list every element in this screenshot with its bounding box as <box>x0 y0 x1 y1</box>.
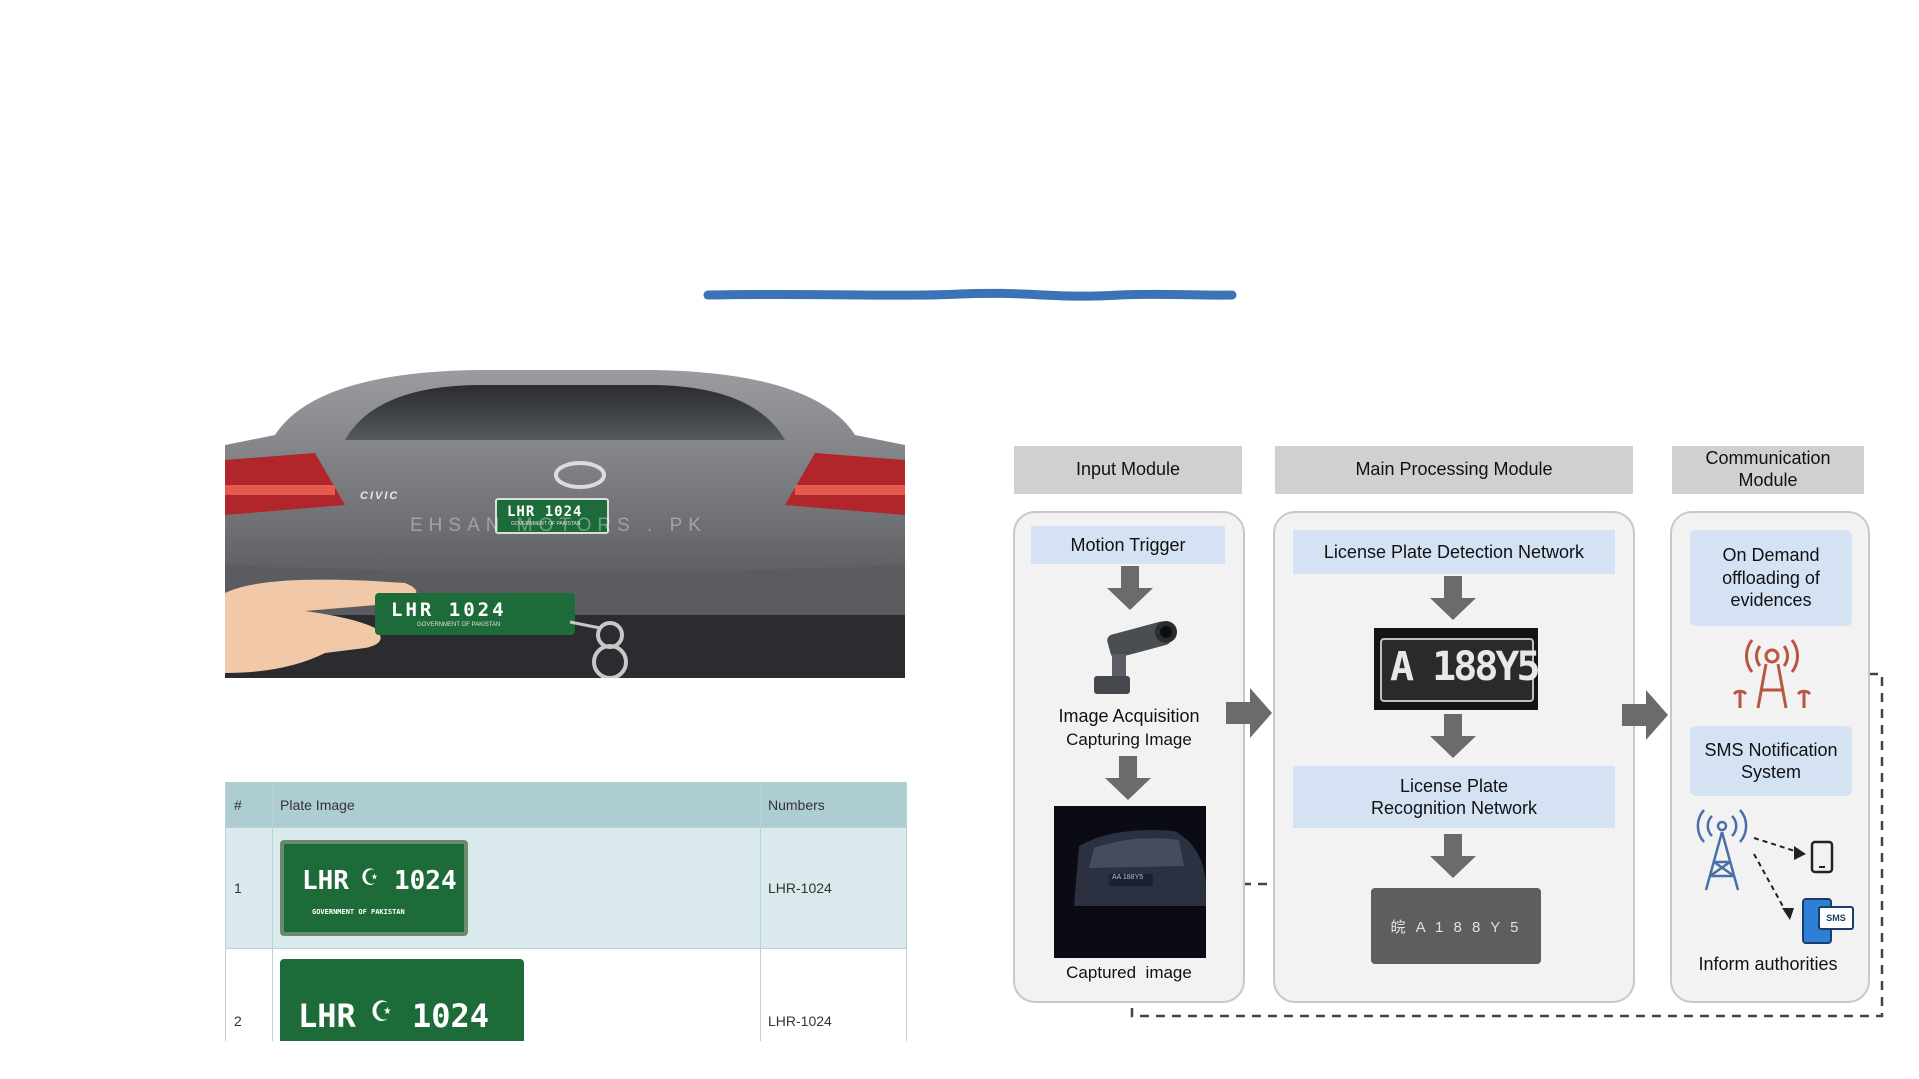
down-arrow-icon <box>1430 714 1476 758</box>
mobile-phone-icon <box>1810 840 1834 874</box>
number-cell: LHR-1024 <box>768 880 832 896</box>
table-row: 2 LHR ☪ 1024 LHR-1024 <box>226 949 906 1041</box>
captured-image-thumbnail: AA 188Y5 <box>1054 806 1206 958</box>
row-index-cell: 2 <box>226 949 273 1041</box>
sms-phone-icon: SMS <box>1800 896 1854 944</box>
number-cell: LHR-1024 <box>768 1013 832 1029</box>
table-header-cell: # <box>226 783 273 827</box>
plate-thumbnail: LHR ☪ 1024 GOVERNMENT OF PAKISTAN <box>280 840 468 936</box>
table-row: 1 LHR ☪ 1024 GOVERNMENT OF PAKISTAN LHR-… <box>226 828 906 949</box>
recognized-text-box: 皖 A 1 8 8 Y 5 <box>1371 888 1541 964</box>
crest-icon: ☪ <box>362 862 378 892</box>
row-index-cell: 1 <box>226 828 273 948</box>
captured-image-label: Captured image <box>1066 963 1192 982</box>
image-acquisition-label: Image Acquisition <box>1058 706 1200 726</box>
plate-thumb-text-right: 1024 <box>394 866 457 896</box>
detected-plate-image: A 188Y5 <box>1374 628 1541 710</box>
detected-plate-text: A 188Y5 <box>1390 644 1541 690</box>
car-license-plate: LHR 1024 GOVERNMENT OF PAKISTAN <box>495 498 609 534</box>
comm-module-header: Communication Module <box>1672 446 1864 494</box>
right-arrow-icon <box>1622 690 1668 740</box>
hand-plate-subtext: GOVERNMENT OF PAKISTAN <box>417 622 501 628</box>
car-brand-badge: CIVIC <box>360 490 400 502</box>
right-arrow-icon <box>1226 688 1272 738</box>
offloading-box: On Demand offloading of evidences <box>1690 530 1852 626</box>
plate-thumbnail: LHR ☪ 1024 <box>280 959 524 1041</box>
recognized-plate-text: 皖 A 1 8 8 Y 5 <box>1390 918 1522 936</box>
main-module-header: Main Processing Module <box>1275 446 1633 494</box>
cell-tower-icon <box>1696 809 1748 891</box>
car-rear-photo: CIVIC LHR 1024 GOVERNMENT OF PAKISTAN EH… <box>225 365 905 678</box>
table-header-row: # Plate Image Numbers <box>226 783 906 828</box>
down-arrow-icon <box>1105 756 1151 800</box>
down-arrow-icon <box>1107 566 1153 610</box>
plate-thumb-text-right: 1024 <box>412 997 490 1035</box>
plate-thumb-subtext: GOVERNMENT OF PAKISTAN <box>312 908 405 916</box>
crest-icon: ☪ <box>372 991 392 1029</box>
detection-network-box: License Plate Detection Network <box>1293 530 1615 574</box>
hand-license-plate: LHR 1024 GOVERNMENT OF PAKISTAN <box>375 593 575 635</box>
plate-image-cell: LHR ☪ 1024 <box>272 949 761 1041</box>
decorative-underline <box>703 288 1237 301</box>
recognition-network-box: License Plate Recognition Network <box>1293 766 1615 828</box>
capturing-image-label: Capturing Image <box>1066 730 1192 749</box>
car-plate-subtext: GOVERNMENT OF PAKISTAN <box>511 521 581 527</box>
broadcast-antenna-icon <box>1732 639 1812 709</box>
hand-plate-text: LHR 1024 <box>391 599 507 621</box>
down-arrow-icon <box>1430 834 1476 878</box>
table-header-cell: Plate Image <box>272 783 761 827</box>
plate-image-cell: LHR ☪ 1024 GOVERNMENT OF PAKISTAN <box>272 828 761 948</box>
hand-image <box>225 579 417 673</box>
down-arrow-icon <box>1430 576 1476 620</box>
keychain-ring <box>569 620 628 678</box>
sms-badge-text: SMS <box>1826 913 1846 923</box>
input-module-header: Input Module <box>1014 446 1242 494</box>
table-header-cell: Numbers <box>768 797 825 813</box>
plate-results-table: # Plate Image Numbers 1 LHR ☪ 1024 GOVER… <box>225 782 907 1041</box>
camera-icon <box>1094 621 1177 694</box>
dashed-signal-arrows <box>1753 837 1806 920</box>
sms-system-box: SMS Notification System <box>1690 726 1852 796</box>
captured-plate-text: AA 188Y5 <box>1112 874 1144 881</box>
car-photo-watermark: EHSAN MOTORS . PK <box>410 515 707 536</box>
motion-trigger-box: Motion Trigger <box>1031 526 1225 564</box>
plate-thumb-text-left: LHR <box>302 866 349 896</box>
car-plate-text: LHR 1024 <box>507 504 583 520</box>
inform-authorities-label: Inform authorities <box>1698 954 1838 974</box>
plate-thumb-text-left: LHR <box>298 997 356 1035</box>
